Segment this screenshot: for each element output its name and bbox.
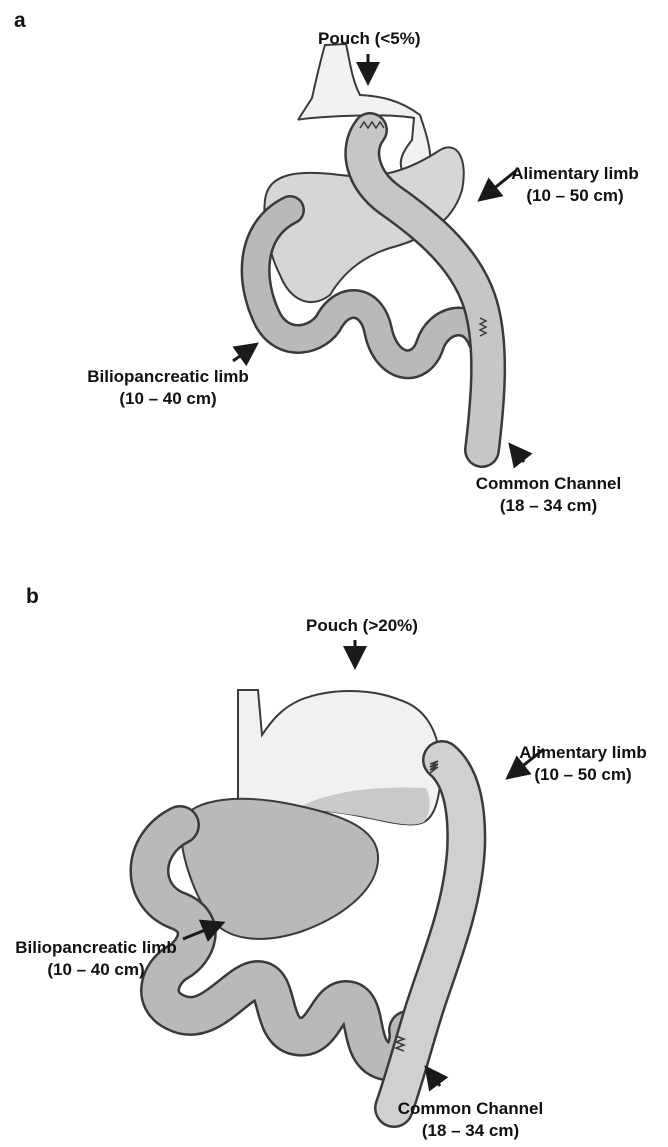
label-alimentary-length-a: (10 – 50 cm) (490, 185, 660, 207)
panel-b-illustration (0, 560, 668, 1147)
label-biliopancreatic-b: Biliopancreatic limb (10 – 40 cm) (8, 937, 184, 981)
label-common-channel-length-a: (18 – 34 cm) (466, 495, 631, 517)
arrow-common-channel-b (428, 1070, 440, 1086)
arrow-common-channel-a (512, 447, 524, 462)
label-alimentary-name-a: Alimentary limb (490, 163, 660, 185)
label-common-channel-b: Common Channel (18 – 34 cm) (388, 1098, 553, 1142)
label-pouch-b: Pouch (>20%) (306, 615, 418, 637)
panel-b: b Pouch (>20%) Alimentary limb (10 – 50 (0, 560, 668, 1147)
label-biliopancreatic-length-a: (10 – 40 cm) (78, 388, 258, 410)
label-biliopancreatic-name-a: Biliopancreatic limb (78, 366, 258, 388)
label-alimentary-name-b: Alimentary limb (498, 742, 668, 764)
label-pouch-a: Pouch (<5%) (318, 28, 421, 50)
label-alimentary-a: Alimentary limb (10 – 50 cm) (490, 163, 660, 207)
label-alimentary-length-b: (10 – 50 cm) (498, 764, 668, 786)
label-biliopancreatic-length-b: (10 – 40 cm) (8, 959, 184, 981)
panel-a: a Pouch (<5%) Alimentary limb (10 – 50 c… (0, 0, 668, 560)
label-common-channel-length-b: (18 – 34 cm) (388, 1120, 553, 1142)
arrow-biliopancreatic-a (233, 346, 254, 361)
label-biliopancreatic-a: Biliopancreatic limb (10 – 40 cm) (78, 366, 258, 410)
label-common-channel-a: Common Channel (18 – 34 cm) (466, 473, 631, 517)
label-common-channel-name-a: Common Channel (466, 473, 631, 495)
label-alimentary-b: Alimentary limb (10 – 50 cm) (498, 742, 668, 786)
label-common-channel-name-b: Common Channel (388, 1098, 553, 1120)
label-biliopancreatic-name-b: Biliopancreatic limb (8, 937, 184, 959)
